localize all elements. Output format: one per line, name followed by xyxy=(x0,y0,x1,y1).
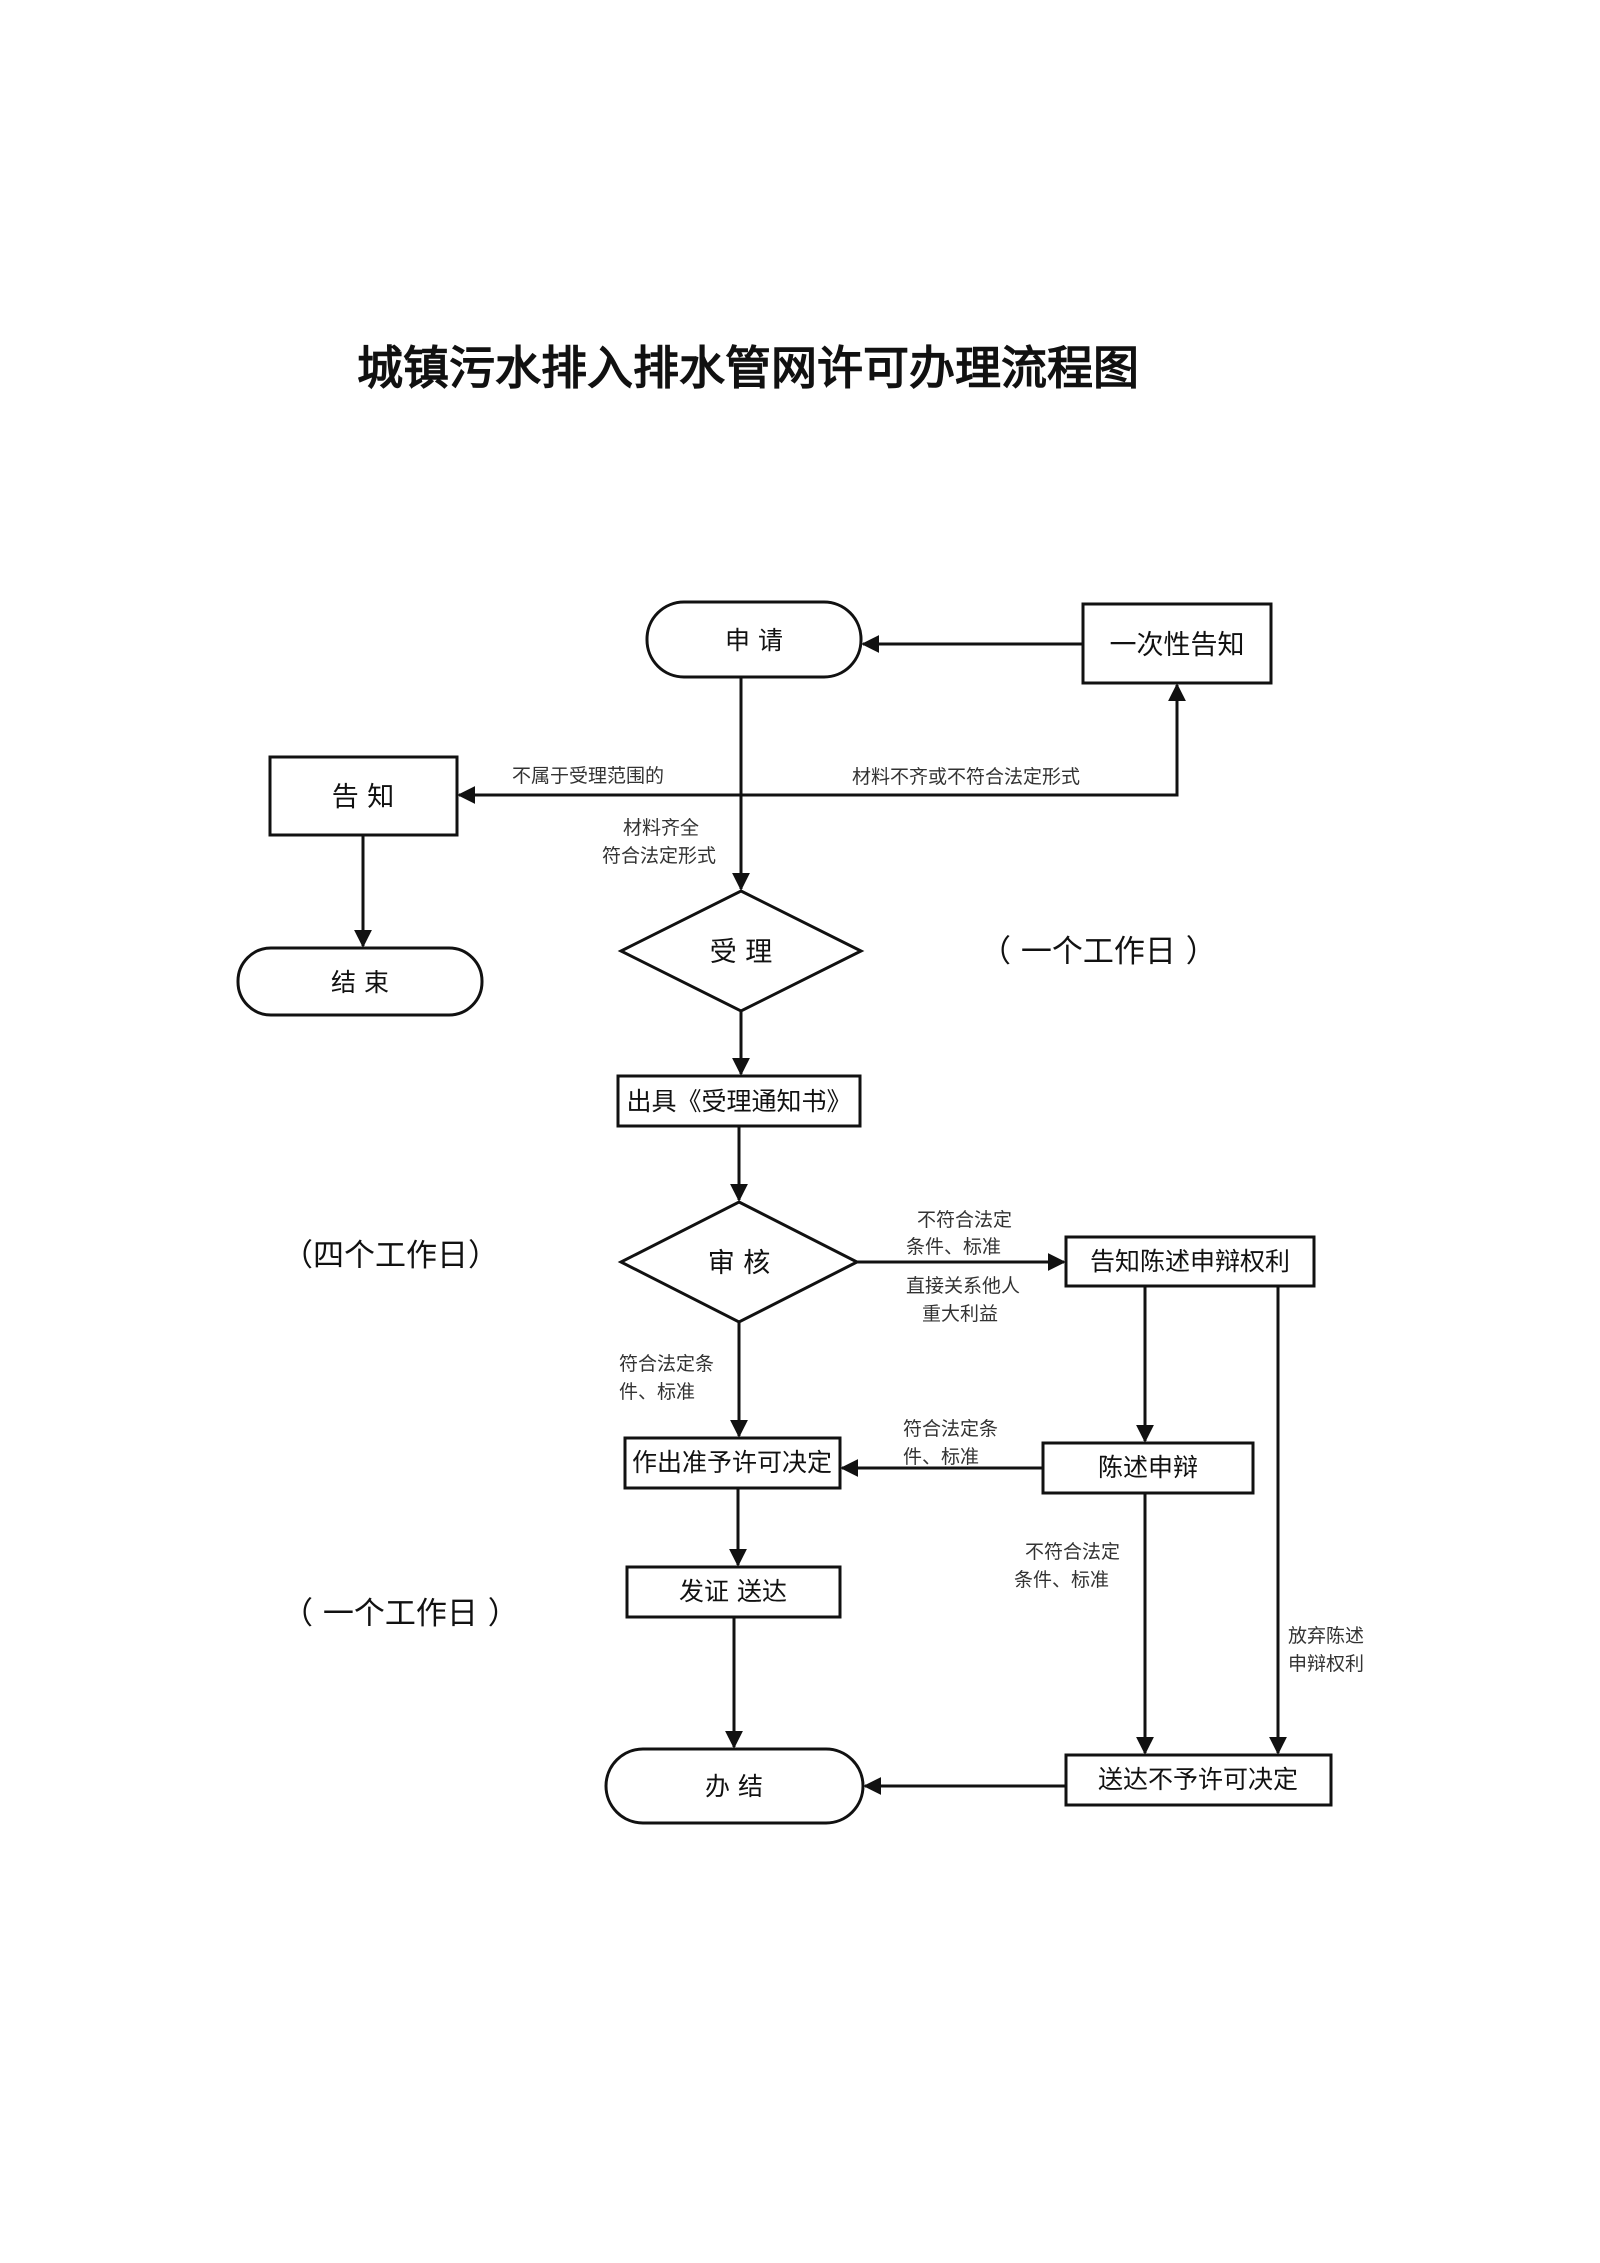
edge-label-not-meet-1: 不符合法定 xyxy=(917,1209,1012,1231)
notify-rights-node: 告知陈述申辩权利 xyxy=(1064,1235,1316,1288)
accept-label: 受 理 xyxy=(710,937,773,968)
apply-node: 申 请 xyxy=(645,600,863,679)
end-node: 结 束 xyxy=(236,946,484,1017)
deny-decision-label: 送达不予许可决定 xyxy=(1098,1765,1298,1794)
one-time-notice-node: 一次性告知 xyxy=(1081,602,1273,685)
deny-decision-node: 送达不予许可决定 xyxy=(1064,1753,1333,1807)
edge-label-third-party-2: 重大利益 xyxy=(922,1303,998,1325)
one-time-notice-label: 一次性告知 xyxy=(1110,630,1245,661)
edge-label-waive-1: 放弃陈述 xyxy=(1288,1625,1364,1647)
time-note-decision: （ 一个工作日 ） xyxy=(282,1596,519,1632)
apply-label: 申 请 xyxy=(725,626,783,655)
edge-label-out-of-scope: 不属于受理范围的 xyxy=(512,765,664,787)
edge-label-meet-2: 件、标准 xyxy=(619,1381,695,1403)
grant-decision-node: 作出准予许可决定 xyxy=(623,1436,842,1490)
notify-rights-label: 告知陈述申辩权利 xyxy=(1090,1247,1290,1276)
edge-label-complete-2: 符合法定形式 xyxy=(602,845,716,867)
issue-notice-label: 出具《受理通知书》 xyxy=(626,1087,851,1116)
edge-label-defense-not-meet-2: 条件、标准 xyxy=(1014,1569,1109,1591)
statement-defense-label: 陈述申辩 xyxy=(1098,1453,1198,1482)
issue-certificate-label: 发证 送达 xyxy=(679,1577,787,1606)
grant-decision-label: 作出准予许可决定 xyxy=(632,1448,832,1477)
edge-label-defense-meet-2: 件、标准 xyxy=(903,1446,979,1468)
complete-label: 办 结 xyxy=(705,1772,763,1801)
notify-node: 告 知 xyxy=(268,755,459,837)
review-node: 审 核 xyxy=(617,1200,861,1324)
time-note-accept: （ 一个工作日 ） xyxy=(980,934,1217,970)
edge-label-defense-not-meet-1: 不符合法定 xyxy=(1025,1541,1120,1563)
accept-node: 受 理 xyxy=(617,889,865,1013)
edge-label-waive-2: 申辩权利 xyxy=(1288,1653,1364,1675)
page-title: 城镇污水排入排水管网许可办理流程图 xyxy=(357,341,1139,395)
edge-label-defense-meet-1: 符合法定条 xyxy=(903,1418,998,1440)
time-note-review: （四个工作日） xyxy=(282,1238,499,1274)
edge-label-meet-1: 符合法定条 xyxy=(619,1353,714,1375)
issue-notice-node: 出具《受理通知书》 xyxy=(616,1074,862,1128)
notify-label: 告 知 xyxy=(332,782,395,813)
review-label: 审 核 xyxy=(708,1248,771,1279)
edge-label-complete-1: 材料齐全 xyxy=(623,817,699,839)
edge-label-not-meet-2: 条件、标准 xyxy=(906,1236,1001,1258)
issue-certificate-node: 发证 送达 xyxy=(625,1565,842,1619)
edge-to-one-time-notice xyxy=(741,683,1186,797)
edge-label-third-party-1: 直接关系他人 xyxy=(906,1275,1020,1297)
complete-node: 办 结 xyxy=(604,1747,865,1825)
end-label: 结 束 xyxy=(331,968,389,997)
statement-defense-node: 陈述申辩 xyxy=(1041,1441,1255,1495)
edge-label-incomplete: 材料不齐或不符合法定形式 xyxy=(852,766,1080,788)
